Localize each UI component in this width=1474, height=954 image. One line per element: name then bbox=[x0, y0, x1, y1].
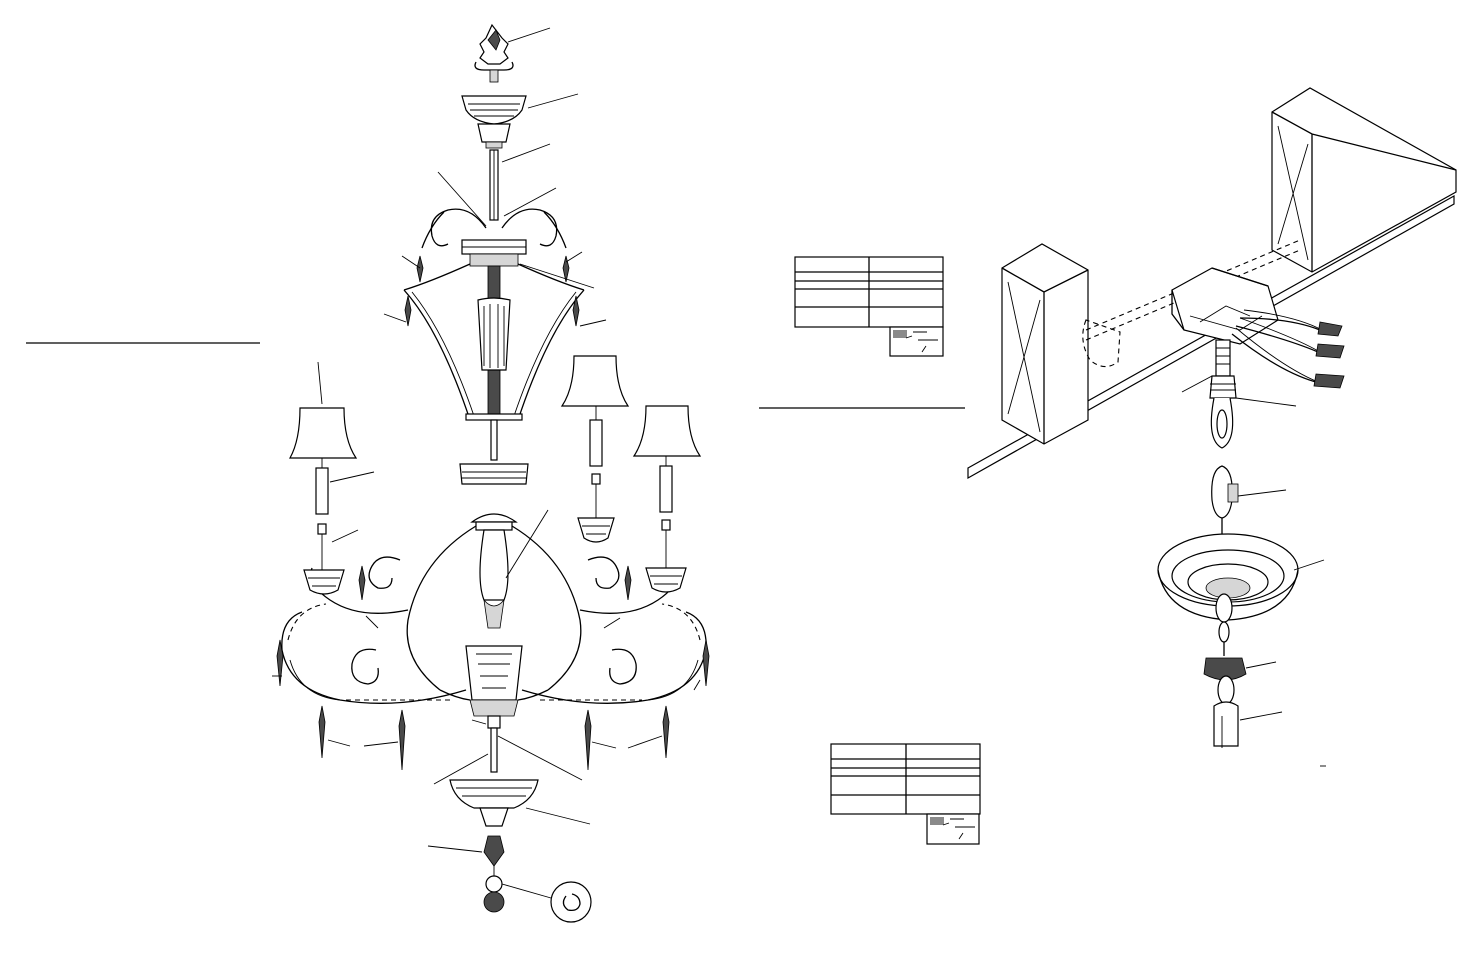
canopy bbox=[1157, 533, 1299, 621]
lower-tier-body bbox=[276, 513, 710, 771]
center-shade-assembly bbox=[560, 355, 630, 518]
middle-ring bbox=[459, 463, 529, 485]
top-finial bbox=[474, 23, 514, 83]
right-shade-assembly bbox=[632, 405, 702, 568]
connector-rod bbox=[490, 419, 498, 461]
chandelier-exploded-view bbox=[272, 23, 710, 923]
mount-leader-lines bbox=[1181, 375, 1326, 767]
threaded-rod-bottom bbox=[490, 727, 498, 773]
wire-nuts bbox=[1231, 309, 1345, 389]
ceiling-mount-installation bbox=[967, 87, 1457, 767]
left-shade-assembly bbox=[288, 407, 358, 570]
parts-table-top bbox=[794, 256, 944, 357]
coupling-and-loop bbox=[1209, 339, 1237, 449]
top-canopy-cup bbox=[461, 95, 527, 149]
left-joist bbox=[1001, 243, 1089, 445]
leader-lines bbox=[272, 27, 701, 853]
bottom-bowl bbox=[449, 779, 539, 827]
bottom-finial bbox=[483, 835, 592, 923]
upper-tier-body bbox=[403, 208, 585, 421]
right-joist bbox=[1271, 87, 1457, 273]
parts-table-bottom bbox=[830, 743, 981, 845]
chain-upper bbox=[1211, 465, 1239, 544]
chain-lower bbox=[1203, 593, 1247, 748]
